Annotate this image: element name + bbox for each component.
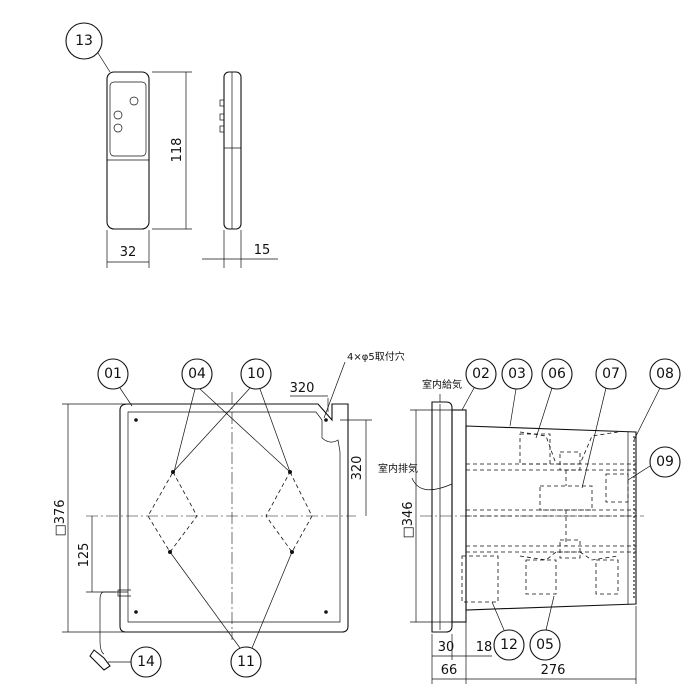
callout-bubble-06 bbox=[541, 358, 573, 390]
callout-11: 11 bbox=[237, 654, 255, 670]
front-inner-panel bbox=[127, 411, 341, 623]
upper-fan bbox=[519, 433, 551, 465]
label-supply: 室内給気 bbox=[422, 378, 462, 391]
callout-14: 14 bbox=[137, 654, 155, 670]
label-exhaust: 室内排気 bbox=[378, 462, 418, 475]
leader-11 bbox=[169, 551, 241, 649]
cable-grommet bbox=[117, 589, 131, 597]
remote-controller: 13 118 32 15 bbox=[65, 22, 278, 268]
callout-02: 02 bbox=[472, 366, 490, 382]
leader-05 bbox=[545, 595, 555, 631]
damper-box bbox=[605, 473, 629, 503]
dim-18: 18 bbox=[476, 640, 493, 655]
lower-fan bbox=[525, 559, 557, 595]
upper-fan-hub bbox=[559, 451, 581, 471]
callout-01: 01 bbox=[104, 366, 122, 382]
control-board bbox=[461, 555, 499, 603]
dim-66: 66 bbox=[441, 663, 458, 678]
cable bbox=[99, 591, 128, 655]
remote-side-body bbox=[223, 71, 242, 230]
callout-10: 10 bbox=[247, 366, 265, 382]
callout-07: 07 bbox=[602, 366, 620, 382]
lower-fan-right bbox=[595, 559, 619, 595]
leader-12 bbox=[491, 601, 505, 631]
callout-bubble-10 bbox=[240, 358, 272, 390]
callout-13: 13 bbox=[75, 33, 93, 49]
callout-03: 03 bbox=[508, 366, 526, 382]
callout-bubble-02 bbox=[465, 358, 497, 390]
grille-diamond-right bbox=[265, 471, 313, 553]
leader-08 bbox=[633, 387, 661, 441]
front-view: 01 04 10 11 14 4×φ5取付穴 320 320 bbox=[53, 350, 405, 678]
callout-09: 09 bbox=[656, 454, 674, 470]
remote-side-btn-2 bbox=[219, 113, 225, 121]
leader-01 bbox=[119, 387, 133, 407]
remote-display-panel bbox=[109, 81, 147, 157]
leader-06 bbox=[535, 387, 553, 439]
front-body-outline bbox=[119, 403, 349, 633]
remote-side-btn-1 bbox=[219, 99, 225, 107]
remote-button-3 bbox=[113, 123, 123, 133]
upper-fan-housing bbox=[519, 431, 619, 465]
grille-diamond-left bbox=[147, 471, 198, 553]
callout-bubble-07 bbox=[595, 358, 627, 390]
callout-05: 05 bbox=[536, 637, 554, 653]
remote-button-1 bbox=[129, 96, 139, 106]
callout-bubble-01 bbox=[97, 358, 129, 390]
lower-fan-housing bbox=[519, 551, 619, 561]
dim-15: 15 bbox=[254, 243, 271, 258]
mount-hole bbox=[324, 610, 328, 614]
callout-bubble-03 bbox=[501, 358, 533, 390]
leader-07 bbox=[581, 387, 607, 489]
dim-320-h: 320 bbox=[290, 381, 315, 396]
leader-02 bbox=[461, 387, 475, 411]
arrow-exhaust bbox=[411, 477, 453, 491]
side-view: 室内給気 室内排気 02 03 06 07 08 09 12 05 □3 bbox=[378, 358, 681, 684]
callout-bubble-13 bbox=[65, 22, 103, 60]
leader-09 bbox=[627, 465, 651, 481]
leader-03 bbox=[509, 388, 517, 427]
remote-front-body bbox=[106, 71, 150, 230]
leader-10 bbox=[172, 387, 251, 473]
callout-04: 04 bbox=[188, 366, 206, 382]
leader-04 bbox=[199, 388, 291, 473]
side-casing bbox=[465, 425, 637, 611]
remote-button-2 bbox=[113, 110, 123, 120]
dim-125: 125 bbox=[77, 543, 92, 568]
leader-10 bbox=[259, 388, 291, 473]
dim-320-v: 320 bbox=[350, 456, 365, 481]
callout-bubble-09 bbox=[649, 446, 681, 478]
callout-bubble-12 bbox=[493, 629, 525, 661]
cable-plug bbox=[89, 649, 111, 671]
mount-hole bbox=[134, 610, 138, 614]
mount-hole bbox=[324, 418, 328, 422]
motor bbox=[539, 485, 593, 511]
leader-04 bbox=[173, 388, 196, 473]
callout-08: 08 bbox=[656, 366, 674, 382]
dim-346: □346 bbox=[401, 501, 416, 538]
leader-mount-hole bbox=[323, 361, 346, 419]
dim-32: 32 bbox=[120, 245, 137, 260]
leader-11 bbox=[251, 551, 293, 649]
callout-bubble-04 bbox=[181, 358, 213, 390]
callout-06: 06 bbox=[548, 366, 566, 382]
callout-bubble-08 bbox=[649, 358, 681, 390]
mount-hole-note: 4×φ5取付穴 bbox=[347, 350, 405, 363]
dim-118: 118 bbox=[170, 138, 185, 163]
callout-12: 12 bbox=[500, 637, 518, 653]
dim-30: 30 bbox=[438, 640, 455, 655]
dim-276: 276 bbox=[541, 663, 566, 678]
callout-bubble-05 bbox=[529, 629, 561, 661]
lower-fan-hub bbox=[559, 539, 581, 559]
remote-side-btn-3 bbox=[219, 125, 225, 133]
dim-376: □376 bbox=[53, 499, 68, 536]
side-front-panel bbox=[431, 401, 453, 633]
leader-13 bbox=[97, 52, 111, 73]
callout-bubble-11 bbox=[230, 646, 262, 678]
mount-hole bbox=[134, 418, 138, 422]
